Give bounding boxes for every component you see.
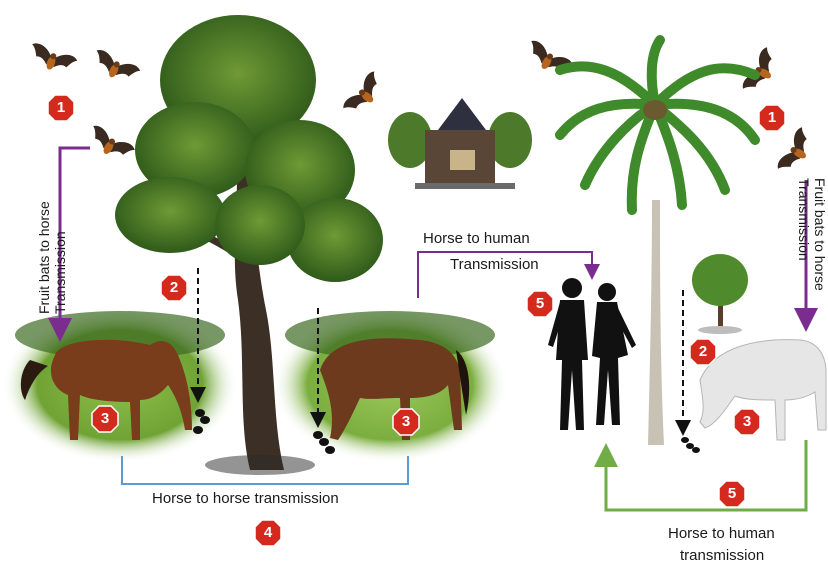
badge-1-right: 1	[758, 104, 786, 132]
bat-icon	[776, 126, 818, 178]
badge-5-top: 5	[526, 290, 554, 318]
label-fruit-bats-left: Fruit bats to horse Transmission	[36, 144, 68, 314]
people-silhouette-icon	[548, 278, 636, 430]
badge-2-left: 2	[160, 274, 188, 302]
badge-4: 4	[254, 519, 282, 547]
label-horse-to-human-top-2: Transmission	[450, 256, 539, 274]
bat-icon	[522, 39, 574, 81]
small-tree-icon	[692, 254, 748, 334]
horse-to-human-arrow-bottom	[606, 440, 806, 510]
house-icon	[388, 98, 532, 189]
horse-icon	[700, 340, 826, 440]
badge-2-right: 2	[689, 338, 717, 366]
bat-icon	[84, 124, 136, 166]
label-horse-to-human-bottom-1: Horse to human	[668, 525, 775, 543]
label-horse-to-horse: Horse to horse transmission	[152, 490, 339, 508]
badge-3-mid: 3	[392, 408, 420, 436]
bat-icon	[89, 48, 141, 87]
label-horse-to-human-bottom-2: transmission	[680, 547, 764, 565]
badge-3-right: 3	[733, 408, 761, 436]
bat-icon	[341, 70, 388, 120]
label-horse-to-human-top-1: Horse to human	[423, 230, 530, 248]
badge-5-bottom: 5	[718, 480, 746, 508]
badge-1-left: 1	[47, 94, 75, 122]
label-fruit-bats-right: Fruit bats to horse Transmission	[796, 178, 828, 348]
badge-3-left: 3	[91, 405, 119, 433]
dropping-icon	[681, 437, 700, 453]
bat-icon	[26, 42, 78, 78]
